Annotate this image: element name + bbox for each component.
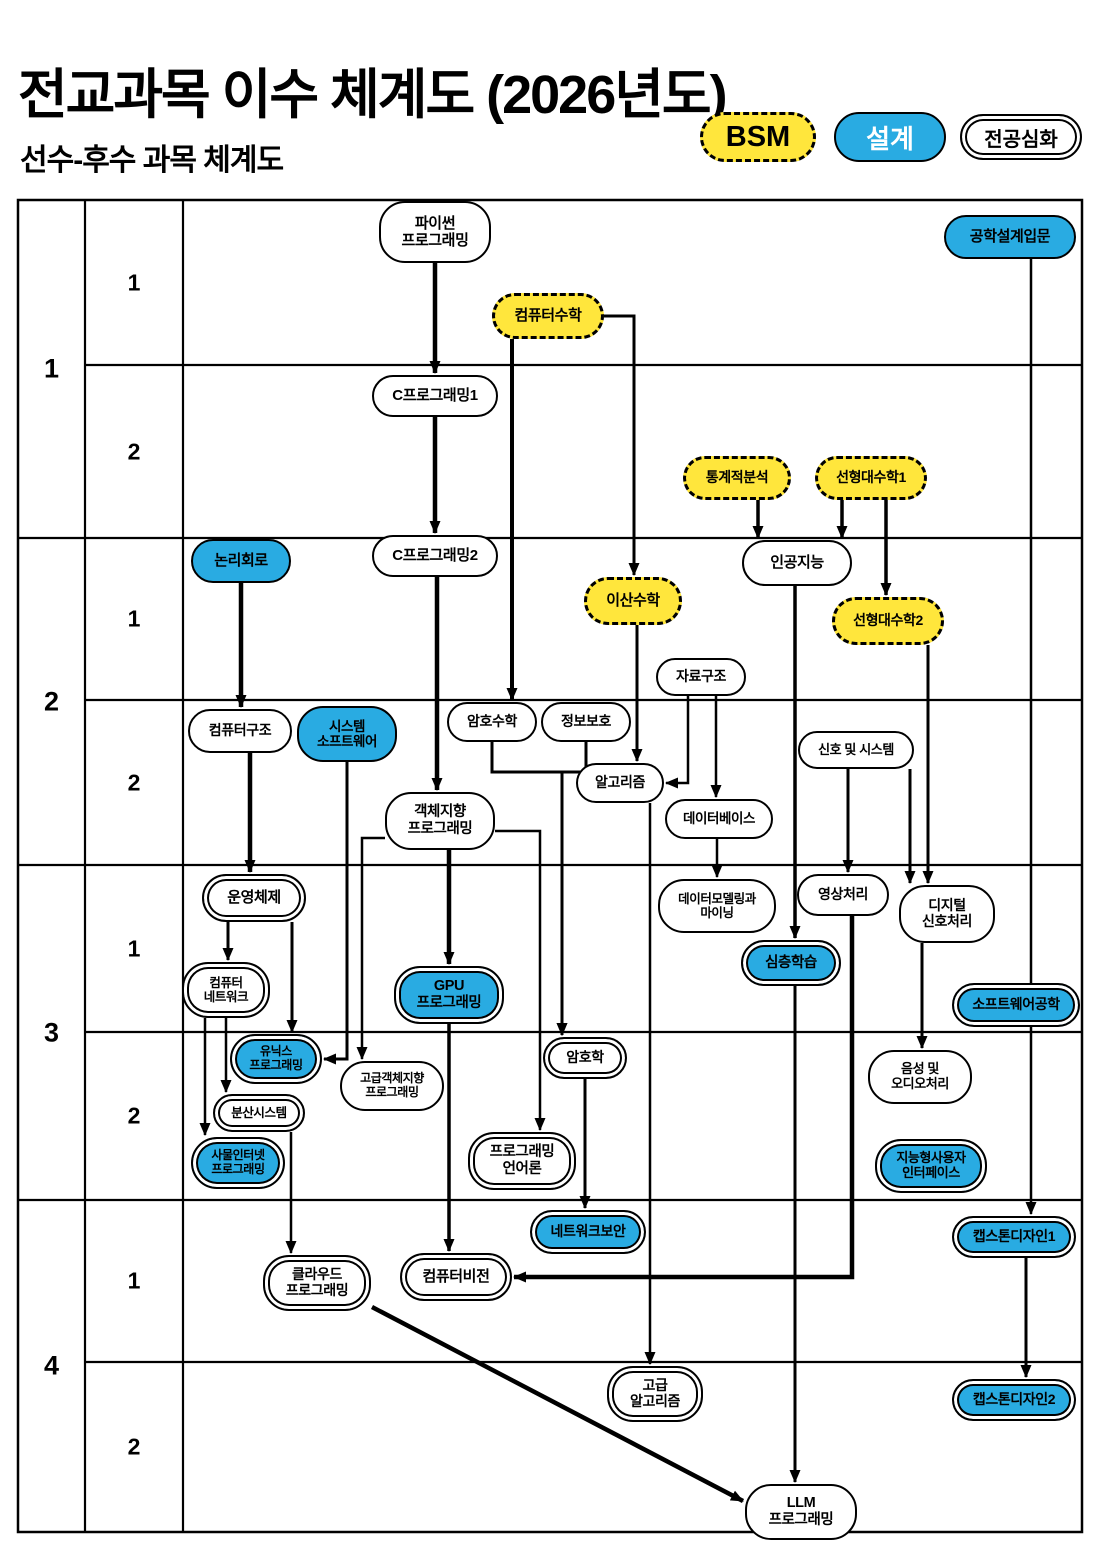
course-discrete: 이산수학 [584, 577, 682, 625]
semester-label: 2 [127, 1102, 141, 1129]
course-datamodel: 데이터모델링과 마이닝 [658, 879, 776, 933]
semester-label: 1 [127, 605, 141, 632]
course-stats: 통계적분석 [683, 456, 791, 500]
course-c1: C프로그래밍1 [372, 375, 498, 417]
course-linalg1: 선형대수학1 [815, 456, 927, 500]
page-title: 전교과목 이수 체계도 (2026년도) [18, 65, 728, 126]
course-dsp: 디지털 신호처리 [899, 885, 995, 943]
course-capstone1: 캡스톤디자인1 [952, 1216, 1076, 1258]
page-subtitle: 선수-후수 과목 체계도 [20, 143, 284, 177]
course-linalg2: 선형대수학2 [832, 597, 944, 645]
edge-syssw-to-unix [323, 762, 349, 1065]
course-datastruct: 자료구조 [656, 658, 746, 696]
legend-advanced-badge: 전공심화 [960, 114, 1082, 160]
course-algorithm: 알고리즘 [576, 763, 664, 803]
course-signals: 신호 및 시스템 [798, 731, 914, 769]
semester-label: 2 [127, 769, 141, 795]
course-distributed: 분산시스템 [213, 1094, 305, 1132]
year-label: 1 [43, 353, 60, 384]
course-oop: 객체지향 프로그래밍 [385, 792, 495, 850]
year-label: 3 [43, 1017, 60, 1047]
course-logic: 논리회로 [191, 539, 291, 583]
edge-oop-to-proglang [495, 829, 546, 1131]
course-advoop: 고급객체지향 프로그래밍 [340, 1061, 444, 1111]
course-iot: 사물인터넷 프로그래밍 [191, 1137, 285, 1189]
edge-cloud-to-llm [370, 1305, 745, 1503]
course-comparch: 컴퓨터구조 [188, 709, 292, 753]
course-imageproc: 영상처리 [797, 874, 889, 916]
course-mathcs: 컴퓨터수학 [492, 293, 604, 339]
edge-datastruct-to-algorithm [665, 696, 690, 789]
course-syssw: 시스템 소프트웨어 [297, 706, 397, 762]
course-softeng: 소프트웨어공학 [952, 983, 1080, 1027]
course-infosec: 정보보호 [541, 702, 631, 742]
course-proglang: 프로그래밍 언어론 [468, 1132, 576, 1190]
course-cloud: 클라우드 프로그래밍 [263, 1255, 371, 1311]
course-capstone2: 캡스톤디자인2 [952, 1379, 1076, 1421]
semester-label: 1 [127, 269, 141, 295]
legend-design-badge: 설계 [834, 112, 946, 162]
course-llm: LLM 프로그래밍 [745, 1484, 857, 1540]
legend-bsm-badge: BSM [700, 112, 816, 162]
course-iui: 지능형사용자 인터페이스 [875, 1139, 987, 1193]
course-netsec: 네트워크보안 [530, 1210, 646, 1254]
edge-mathcs-to-discrete [604, 314, 640, 576]
course-advalgo: 고급 알고리즘 [607, 1366, 703, 1422]
semester-label: 1 [127, 1267, 141, 1294]
edge-imageproc-to-vision [513, 916, 855, 1283]
course-deeplearning: 심층학습 [741, 940, 841, 986]
course-ai: 인공지능 [742, 540, 852, 586]
course-gpu: GPU 프로그래밍 [394, 966, 504, 1024]
semester-label: 2 [127, 1433, 141, 1460]
year-label: 4 [43, 1350, 60, 1381]
course-audio: 음성 및 오디오처리 [868, 1050, 972, 1104]
course-vision: 컴퓨터비전 [400, 1253, 512, 1301]
course-engdesign: 공학설계입문 [944, 215, 1076, 259]
year-label: 2 [43, 686, 60, 716]
course-network: 컴퓨터 네트워크 [182, 962, 270, 1018]
course-python: 파이썬 프로그래밍 [379, 201, 491, 263]
course-cryptology: 암호학 [543, 1037, 627, 1079]
course-cryptomath: 암호수학 [447, 702, 537, 742]
edge-oop-to-advoop [356, 836, 385, 1060]
course-database: 데이터베이스 [665, 799, 773, 839]
course-c2: C프로그래밍2 [372, 535, 498, 577]
edge-infosec-to-cryptology [556, 742, 588, 1036]
semester-label: 2 [127, 438, 141, 464]
course-unix: 유닉스 프로그래밍 [230, 1034, 322, 1084]
semester-label: 1 [127, 935, 141, 961]
course-os: 운영체제 [202, 874, 306, 922]
